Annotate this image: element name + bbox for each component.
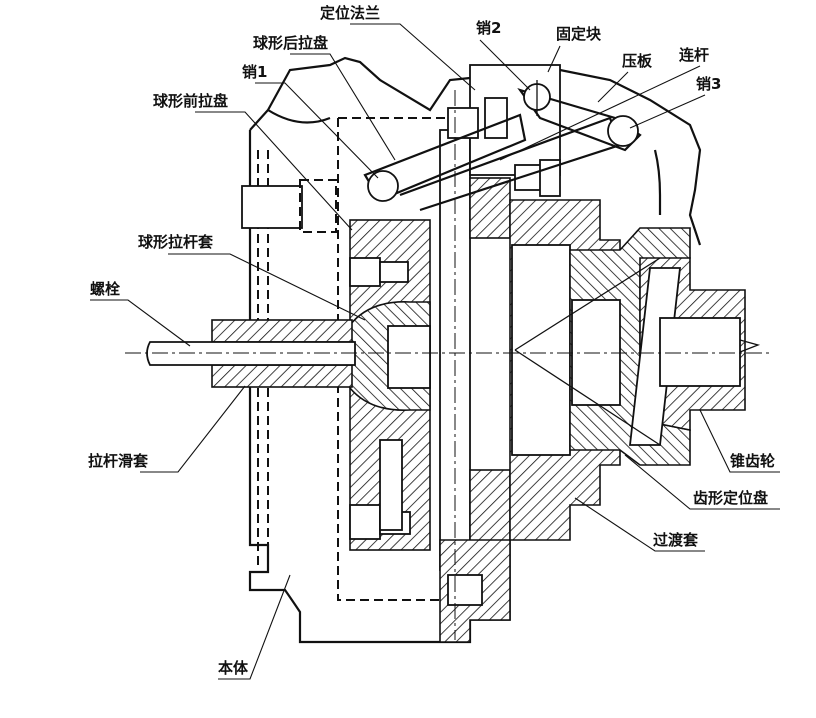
svg-text:销2: 销2 bbox=[476, 19, 501, 37]
svg-text:压板: 压板 bbox=[622, 52, 653, 70]
bolt bbox=[146, 341, 356, 366]
pin1 bbox=[367, 170, 399, 202]
svg-text:销1: 销1 bbox=[242, 63, 267, 81]
svg-text:定位法兰: 定位法兰 bbox=[320, 4, 380, 22]
svg-text:螺栓: 螺栓 bbox=[90, 280, 120, 298]
svg-text:球形前拉盘: 球形前拉盘 bbox=[153, 92, 228, 110]
svg-text:过渡套: 过渡套 bbox=[653, 531, 699, 549]
label-ball-pull-rod-sleeve: 球形拉杆套 bbox=[138, 233, 366, 321]
label-pin1: 销1 bbox=[242, 63, 379, 179]
svg-text:球形拉杆套: 球形拉杆套 bbox=[138, 233, 214, 251]
svg-text:固定块: 固定块 bbox=[556, 25, 602, 43]
label-bevel-gear: 锥齿轮 bbox=[699, 409, 780, 473]
label-pin3: 销3 bbox=[629, 75, 721, 129]
svg-text:锥齿轮: 锥齿轮 bbox=[730, 452, 775, 470]
label-ball-rear-pull-disc: 球形后拉盘 bbox=[253, 34, 396, 161]
label-pressure-plate: 压板 bbox=[597, 52, 653, 103]
pin3 bbox=[607, 115, 639, 147]
screw-top-hidden bbox=[299, 179, 337, 233]
label-fixed-block: 固定块 bbox=[547, 25, 602, 73]
screw-flange-bottom bbox=[447, 574, 483, 606]
cone-line-lower bbox=[514, 349, 661, 446]
ball-pull-rod-sleeve bbox=[349, 301, 431, 411]
label-pin2: 销2 bbox=[476, 19, 531, 91]
locating-flange bbox=[439, 129, 511, 643]
bevel-gear bbox=[628, 257, 761, 446]
svg-text:本体: 本体 bbox=[218, 659, 249, 677]
label-connecting-rod: 连杆 bbox=[499, 46, 709, 161]
svg-text:拉杆滑套: 拉杆滑套 bbox=[88, 452, 149, 470]
linkage bbox=[363, 80, 642, 212]
screw-top bbox=[241, 185, 303, 229]
svg-text:球形后拉盘: 球形后拉盘 bbox=[253, 34, 328, 52]
label-bolt: 螺栓 bbox=[90, 280, 191, 347]
cone-line-upper bbox=[514, 257, 661, 351]
hidden-cavity bbox=[337, 117, 470, 601]
label-locating-flange: 定位法兰 bbox=[320, 4, 476, 91]
svg-text:销3: 销3 bbox=[696, 75, 721, 93]
label-pull-rod-sliding-sleeve: 拉杆滑套 bbox=[88, 385, 246, 473]
svg-text:齿形定位盘: 齿形定位盘 bbox=[693, 489, 768, 507]
label-toothed-locating-disc: 齿形定位盘 bbox=[624, 454, 780, 510]
svg-text:连杆: 连杆 bbox=[679, 46, 709, 64]
label-body: 本体 bbox=[218, 574, 291, 680]
label-ball-front-pull-disc: 球形前拉盘 bbox=[153, 92, 353, 231]
label-transition-sleeve: 过渡套 bbox=[574, 497, 705, 552]
